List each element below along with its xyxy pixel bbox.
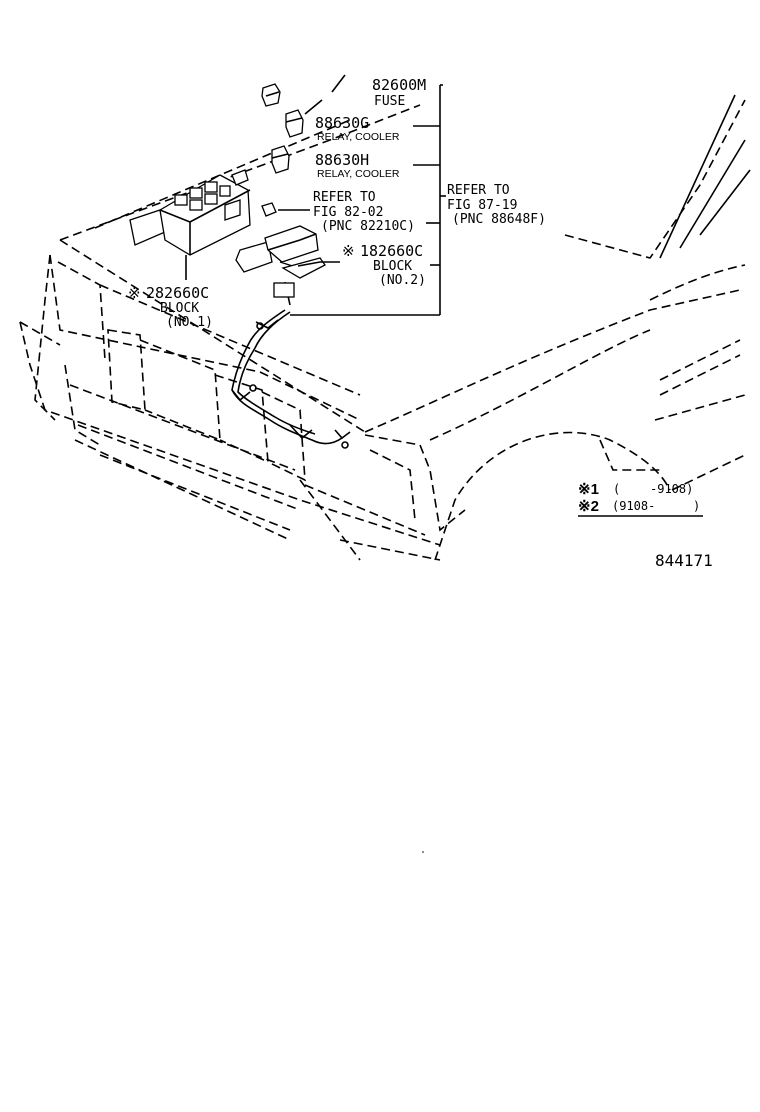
leader-lines <box>278 74 446 316</box>
part-code: 88630H <box>315 151 369 169</box>
label-88630h: 88630H RELAY, COOLER <box>315 151 400 180</box>
legend: ※1 ( -9108) ※2 (9108- ) <box>578 481 703 517</box>
relay-block-no2-drawing <box>235 225 326 279</box>
label-88630g: 88630G RELAY, COOLER <box>315 114 400 143</box>
relay-cooler-g-drawing <box>285 109 304 138</box>
legend-mark-2: ※2 <box>578 498 599 515</box>
legend-open-1: ( <box>613 482 620 496</box>
connector-drawing <box>261 202 277 217</box>
fuse-drawing <box>261 83 281 107</box>
vehicle-outline <box>19 94 751 561</box>
relay-cooler-h-drawing <box>271 145 290 174</box>
label-282660c: ※ 282660C BLOCK (NO.1) <box>128 284 213 330</box>
part-sub: (NO.1) <box>166 315 213 330</box>
part-name: BLOCK <box>373 259 412 274</box>
part-sub: (NO.2) <box>379 273 426 288</box>
part-code: 282660C <box>146 284 209 302</box>
ref-line-2: FIG 82-02 <box>313 205 383 220</box>
ref-line-3: (PNC 88648F) <box>452 212 546 227</box>
part-name: BLOCK <box>160 301 199 316</box>
diagram-id: 844171 <box>655 551 713 570</box>
legend-close-2: ) <box>693 499 700 513</box>
part-mark: ※ <box>342 243 355 260</box>
legend-mark-1: ※1 <box>578 481 599 498</box>
wire-harness <box>231 281 351 449</box>
ref-line-2: FIG 87-19 <box>447 198 517 213</box>
part-code: 88630G <box>315 114 369 132</box>
stray-dot <box>422 851 424 853</box>
part-name: RELAY, COOLER <box>317 131 400 143</box>
part-code: 182660C <box>360 242 423 260</box>
legend-range-1: -9108) <box>650 482 693 496</box>
label-82600m: 82600M FUSE <box>372 76 426 109</box>
ref-line-3: (PNC 82210C) <box>321 219 415 234</box>
relay-block-no1-drawing <box>129 169 251 280</box>
part-name: RELAY, COOLER <box>317 168 400 180</box>
ref-line-1: REFER TO <box>447 183 510 198</box>
legend-range-2: (9108- <box>612 499 655 513</box>
label-182660c: ※ 182660C BLOCK (NO.2) <box>342 242 426 288</box>
label-refer-82-02: REFER TO FIG 82-02 (PNC 82210C) <box>313 190 415 234</box>
part-mark: ※ <box>128 285 141 302</box>
part-name: FUSE <box>374 94 405 109</box>
label-refer-87-19: REFER TO FIG 87-19 (PNC 88648F) <box>447 183 546 227</box>
ref-line-1: REFER TO <box>313 190 376 205</box>
part-code: 82600M <box>372 76 426 94</box>
